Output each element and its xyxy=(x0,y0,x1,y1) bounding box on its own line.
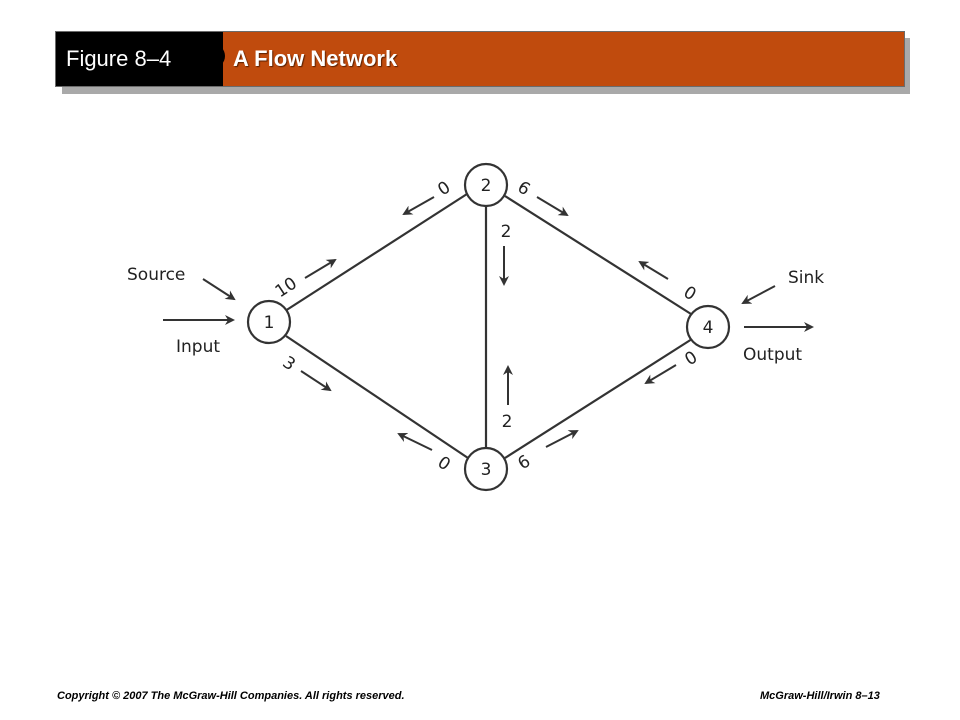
node-4-label: 4 xyxy=(703,318,714,338)
arrow-4-3 xyxy=(644,364,677,385)
arrow-2-4 xyxy=(536,196,569,217)
slide-header: Figure 8–4 A Flow Network xyxy=(55,31,905,87)
figure-label: Figure 8–4 xyxy=(56,32,233,86)
footer-copyright: Copyright © 2007 The McGraw-Hill Compani… xyxy=(57,690,405,702)
arrow-source xyxy=(202,278,236,301)
edge-1-2 xyxy=(284,193,468,312)
node-2 xyxy=(463,162,509,208)
input-label: Input xyxy=(176,337,220,357)
flow-4-2: 0 xyxy=(680,282,700,305)
arrow-4-2 xyxy=(638,260,669,280)
arrow-sink xyxy=(741,285,776,304)
flow-2-1: 0 xyxy=(434,177,454,200)
edge-1-3 xyxy=(285,335,469,459)
node-1 xyxy=(246,299,292,345)
flow-1-2: 10 xyxy=(272,274,301,303)
edge-3-4 xyxy=(504,338,693,459)
flow-3-4: 6 xyxy=(514,451,534,474)
source-label: Source xyxy=(127,265,185,285)
arrow-1-3 xyxy=(300,370,332,392)
flow-2-3: 2 xyxy=(501,222,512,242)
slide-title: A Flow Network xyxy=(223,32,904,86)
flow-4-3: 0 xyxy=(681,347,701,370)
node-1-label: 1 xyxy=(264,313,275,333)
edge-2-4 xyxy=(504,195,692,315)
node-3-label: 3 xyxy=(481,460,492,480)
node-3 xyxy=(463,446,509,492)
flow-2-4: 6 xyxy=(514,177,534,200)
node-2-label: 2 xyxy=(481,176,492,196)
output-label: Output xyxy=(743,345,802,365)
arrow-3-1 xyxy=(397,432,433,451)
footer-page-number: McGraw-Hill/Irwin 8–13 xyxy=(760,690,880,702)
flow-3-1: 0 xyxy=(434,453,454,476)
node-4 xyxy=(685,304,731,350)
flow-1-3: 3 xyxy=(279,353,299,376)
arrow-1-2 xyxy=(304,258,337,279)
sink-label: Sink xyxy=(788,268,824,288)
header-bullet-shape xyxy=(201,44,225,68)
flow-3-2: 2 xyxy=(502,412,513,432)
arrow-3-4 xyxy=(545,430,579,448)
arrow-2-1 xyxy=(402,196,435,215)
